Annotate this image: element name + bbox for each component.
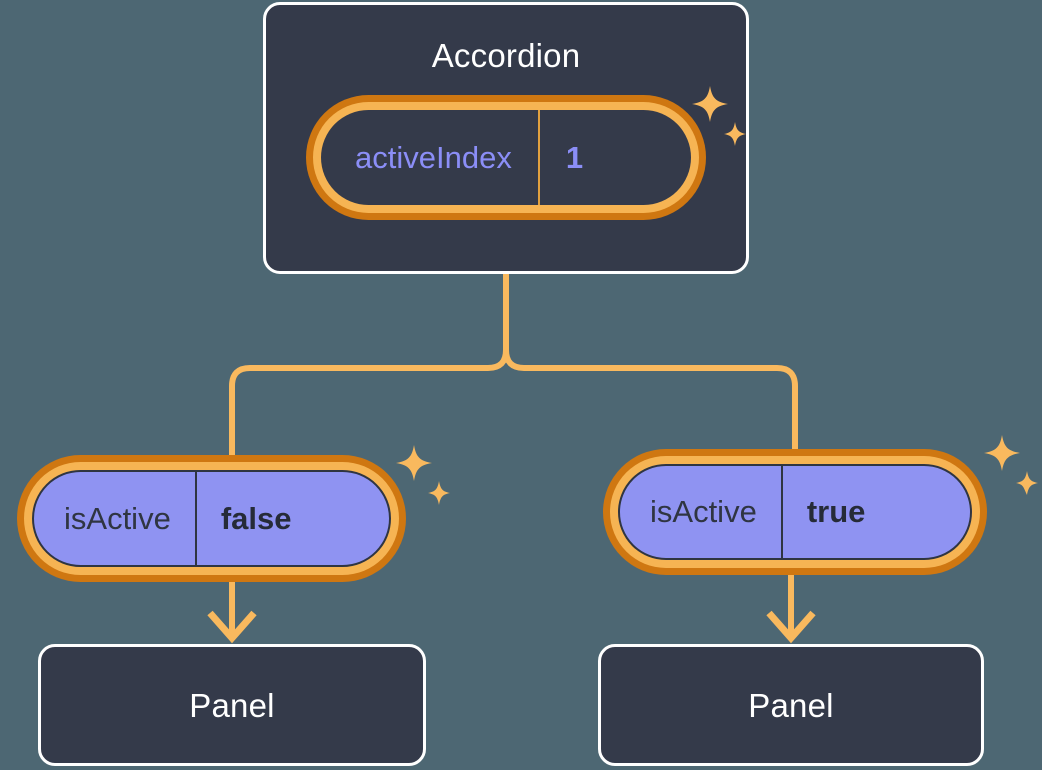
state-pill-body: isActive true xyxy=(618,464,972,560)
accordion-title: Accordion xyxy=(431,37,581,74)
state-pill-body: isActive false xyxy=(32,470,391,567)
panel-component-right[interactable]: Panel xyxy=(598,644,984,766)
sparkle-icon xyxy=(428,481,450,505)
state-value-label: 1 xyxy=(537,110,619,205)
state-key-label: isActive xyxy=(650,494,757,529)
state-value-label: true xyxy=(780,466,900,558)
sparkle-group-right xyxy=(984,435,1038,495)
state-value-label: false xyxy=(194,472,326,565)
arrowhead-left xyxy=(207,610,257,644)
sparkle-icon xyxy=(984,435,1020,471)
connector-trunk-to-branches xyxy=(229,271,509,458)
state-pill-is-active-right[interactable]: isActive true xyxy=(603,449,987,575)
state-pill-is-active-left[interactable]: isActive false xyxy=(17,455,406,582)
sparkle-icon xyxy=(1016,471,1038,495)
state-pill-active-index[interactable]: activeIndex 1 xyxy=(306,95,706,220)
arrowhead-right xyxy=(766,610,816,644)
panel-component-left[interactable]: Panel xyxy=(38,644,426,766)
sparkle-icon xyxy=(396,445,432,481)
state-pill-body: activeIndex 1 xyxy=(321,110,691,205)
panel-title: Panel xyxy=(189,687,275,724)
state-pill-ring-inner: isActive false xyxy=(24,462,399,575)
state-key-label: isActive xyxy=(64,500,171,536)
state-pill-ring-inner: isActive true xyxy=(610,456,980,568)
state-pill-ring-inner: activeIndex 1 xyxy=(313,102,699,213)
panel-title: Panel xyxy=(748,687,834,724)
connector-trunk-to-right-branch xyxy=(503,271,798,452)
state-key-label: activeIndex xyxy=(355,139,512,175)
